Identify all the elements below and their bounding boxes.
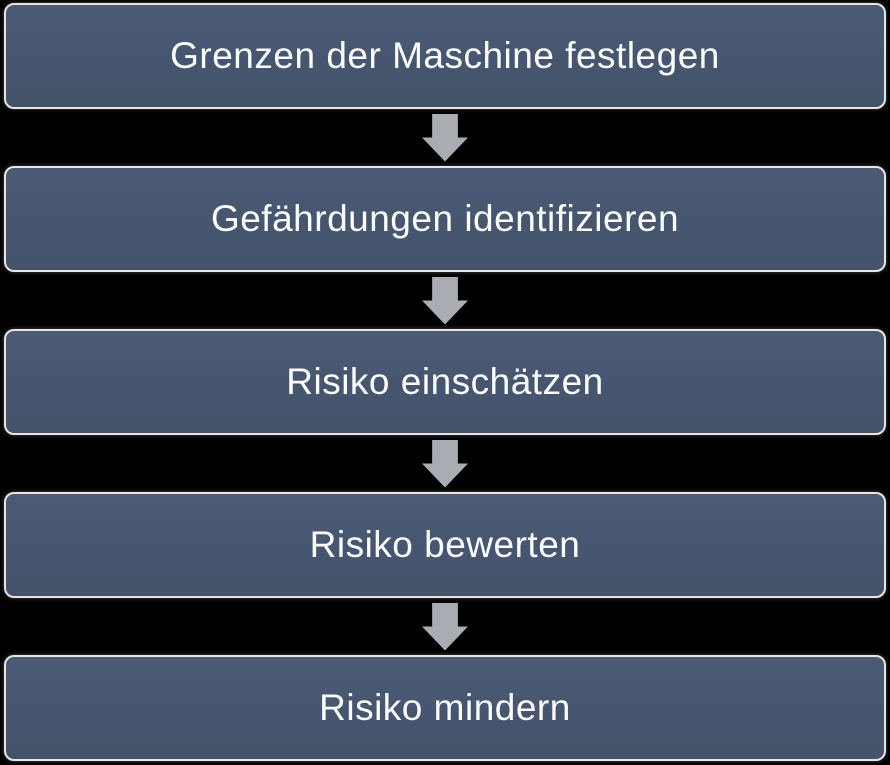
arrow-connector-1 [3,109,887,166]
step-box-risiko-mindern: Risiko mindern [4,655,886,761]
arrow-connector-2 [3,272,887,329]
down-arrow-icon [422,113,468,162]
arrow-connector-3 [3,435,887,492]
arrow-connector-4 [3,598,887,655]
down-arrow-icon [422,276,468,325]
step-box-grenzen-festlegen: Grenzen der Maschine festlegen [4,3,886,109]
step-label: Gefährdungen identifizieren [210,197,680,239]
step-box-gefaehrdungen-identifizieren: Gefährdungen identifizieren [4,166,886,272]
step-label: Risiko mindern [319,686,571,728]
down-arrow-icon [422,439,468,488]
step-box-risiko-einschaetzen: Risiko einschätzen [4,329,886,435]
step-label: Risiko einschätzen [286,360,604,402]
step-box-risiko-bewerten: Risiko bewerten [4,492,886,598]
step-label: Risiko bewerten [309,523,581,565]
step-label: Grenzen der Maschine festlegen [170,34,720,76]
down-arrow-icon [422,602,468,651]
